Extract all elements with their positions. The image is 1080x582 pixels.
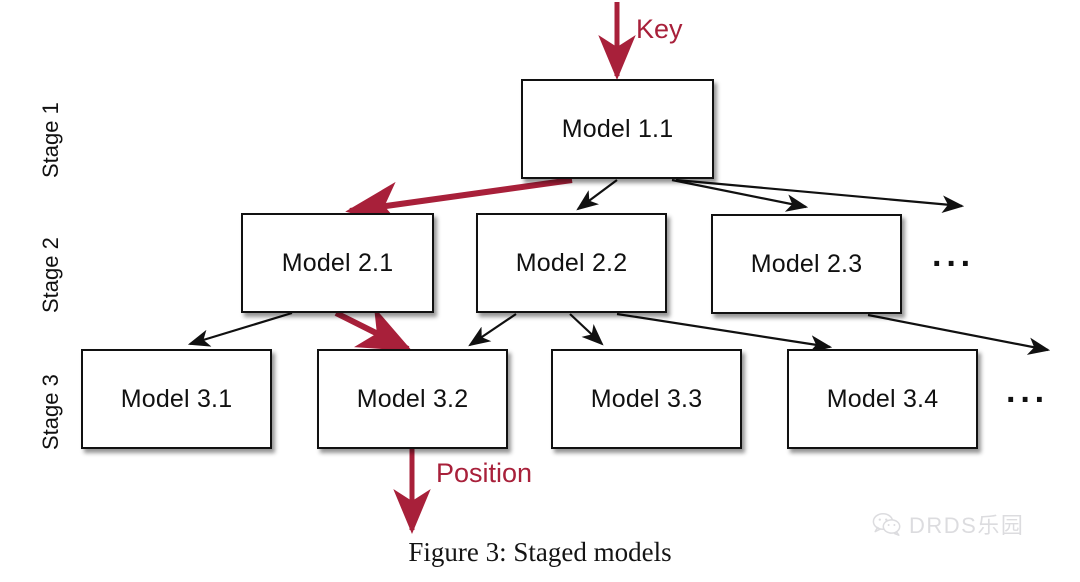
edge-model-1-1-to-model-2-1 [345, 177, 573, 227]
node-model-3-2[interactable]: Model 3.2 [317, 349, 508, 449]
watermark: DRDS乐园 [872, 508, 1024, 540]
edge-model-2-1-to-model-3-2 [334, 306, 413, 352]
stage-label-3: Stage 3 [38, 374, 63, 450]
node-model-1-1[interactable]: Model 1.1 [521, 79, 714, 179]
edge-model-2-2-to-model-3-2 [468, 313, 517, 347]
node-model-3-3[interactable]: Model 3.3 [551, 349, 742, 449]
edge-model-2-2-to-model-3-4 [616, 312, 833, 353]
node-model-2-1[interactable]: Model 2.1 [241, 213, 434, 313]
edge-model-2-1-to-model-3-1 [187, 311, 293, 347]
edge-model-2-3-to-stage3-more [867, 313, 1051, 355]
stage3-ellipsis: ··· [1006, 381, 1049, 419]
node-model-2-2[interactable]: Model 2.2 [476, 213, 667, 313]
node-model-3-1[interactable]: Model 3.1 [81, 349, 272, 449]
watermark-text: DRDS乐园 [909, 513, 1025, 538]
edge-model-2-2-to-model-3-3 [569, 313, 604, 346]
stage-label-2: Stage 2 [38, 237, 63, 313]
node-model-2-3[interactable]: Model 2.3 [711, 214, 902, 314]
wechat-icon [872, 512, 901, 536]
figure-caption: Figure 3: Staged models [408, 537, 672, 567]
edge-model-1-1-to-stage2-more [675, 178, 965, 213]
stage-label-1: Stage 1 [38, 102, 63, 178]
edge-model-1-1-to-model-2-3 [671, 178, 809, 212]
key-label: Key [636, 14, 683, 44]
stage2-ellipsis: ··· [932, 245, 975, 283]
edge-model-1-1-to-model-2-2 [576, 179, 618, 211]
position-label: Position [436, 458, 533, 488]
node-model-3-4[interactable]: Model 3.4 [787, 349, 978, 449]
